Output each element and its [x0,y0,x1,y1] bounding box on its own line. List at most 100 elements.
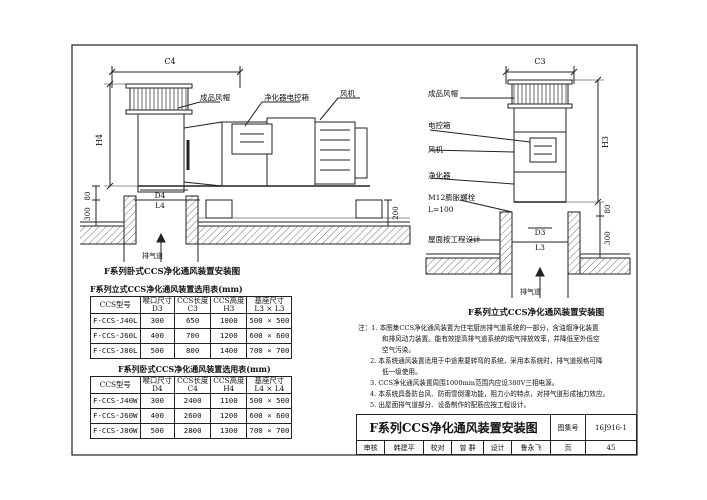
dim-200: 200 [392,206,400,219]
label-exhaust-right: 排气道 [520,287,541,296]
dim-80-left: 80 [84,192,92,201]
dim-l3: L3 [535,243,545,252]
note-line: 和排风动力装置。能有效提高排气道系统的烟气排放效率，并降低室外低空 [382,335,600,343]
horizontal-unit-view [80,66,411,262]
table-row: F-CCS-J80L 500 800 1400 700 × 700 [90,343,293,359]
caption-vertical: F系列立式CCS净化通风装置安装图 [468,307,604,318]
cell: F-CCS-J60W [90,408,141,424]
table-row: F-CCS-J40W 300 2400 1100 500 × 500 [90,393,293,409]
dim-300-right: 300 [604,231,612,244]
note-line: 低一级使用。 [382,368,422,376]
page-label: 页 [550,440,586,455]
dim-c4: C4 [164,57,175,66]
cell: 500 [139,423,176,439]
cell: 700 × 700 [246,423,293,439]
table-row: F-CCS-J40L 300 650 1000 500 × 500 [90,313,293,329]
table-row: F-CCS-J80W 500 2800 1300 700 × 700 [90,423,293,439]
table-row: F-CCS-J60L 400 700 1200 600 × 600 [90,328,293,344]
cell: F-CCS-J60L [90,328,141,344]
cell: F-CCS-J40W [90,393,141,409]
note-line: 5. 出屋面排气道部分、设备制作的配筋应按工程设计。 [370,401,531,409]
cell: 600 × 600 [246,408,293,424]
cell: 400 [139,408,176,424]
cell: F-CCS-J80L [90,343,141,359]
label-purifier-right: 净化器 [428,170,451,180]
cell: 1100 [210,393,248,409]
label-hood-right: 成品风帽 [428,88,458,98]
cell: 500 × 500 [246,313,293,329]
notes-block: 注：1. 本图集CCS净化通风装置为住宅厨房排气道系统的一部分，含油烟净化装置 … [358,323,623,411]
page-number: 45 [585,440,637,455]
cell: 2400 [174,393,212,409]
checker-name: 曾 群 [451,440,484,455]
dim-d3: D3 [535,228,546,237]
cell: 500 [139,343,176,359]
dim-h3: H3 [601,136,610,148]
note-line: 2. 本系统通风装置适用于中途需要转弯的系统，采用本系统时，排气道规格可降 [370,357,603,365]
label-exhaust-left: 排气道 [142,251,163,260]
cell: 400 [139,328,176,344]
cell: 500 × 500 [246,393,293,409]
th-model: CCS型号 [90,296,141,314]
note-line: 空气污染。 [382,346,415,354]
note-line: 4. 本系统具备防台风、防雨雪倒灌功能，阻力小的特点，对排气道形成抽力效应。 [370,390,610,398]
cell: 300 [139,393,176,409]
dim-h4: H4 [95,134,104,146]
dim-c3: C3 [534,57,545,66]
table-horizontal-title: F系列卧式CCS净化通风装置选用表(mm) [118,364,271,374]
label-control-box-left: 净化器电控箱 [264,92,309,102]
designer-name: 鲁永飞 [511,440,551,455]
cell: 2600 [174,408,212,424]
caption-horizontal: F系列卧式CCS净化通风装置安装图 [104,266,240,277]
cell: 1200 [210,328,248,344]
th-model: CCS型号 [90,376,141,394]
cell: 600 × 600 [246,328,293,344]
cell: 700 [174,328,212,344]
label-fan-right: 风机 [428,144,443,154]
vertical-unit-view [425,66,631,298]
check-label: 校对 [423,440,453,455]
sheet-frame [71,44,638,456]
cell: 650 [174,313,212,329]
note-line: 注：1. 本图集CCS净化通风装置为住宅厨房排气道系统的一部分，含油烟净化装置 [358,324,599,332]
design-label: 设计 [482,440,513,455]
reviewer-name: 韩建平 [384,440,425,455]
cell: 1000 [210,313,248,329]
atlas-number: 16J916-1 [585,414,637,441]
cell: 1300 [210,423,248,439]
cell: 300 [139,313,176,329]
cell: 2800 [174,423,212,439]
label-bolt-length: L=100 [428,205,454,214]
note-line: 3. CCS净化通风装置周围1000mm范围内应设380V三相电源。 [370,379,559,387]
cell: F-CCS-J40L [90,313,141,329]
label-fan-left: 风机 [340,88,355,98]
table-vertical-title: F系列立式CCS净化通风装置选用表(mm) [90,284,243,294]
cell: 800 [174,343,212,359]
title-block: F系列CCS净化通风装置安装图 图集号 16J916-1 审核 韩建平 校对 曾… [355,414,637,455]
label-control-box-right: 电控箱 [428,120,451,130]
label-hood-left: 成品风帽 [200,92,230,102]
cell: 1200 [210,408,248,424]
table-row: F-CCS-J60W 400 2600 1200 600 × 600 [90,408,293,424]
dim-d4: D4 [155,191,166,200]
cell: 1400 [210,343,248,359]
label-roof: 屋面按工程设计 [428,234,481,244]
dim-l4: L4 [155,201,165,210]
cell: 700 × 700 [246,343,293,359]
review-label: 审核 [355,440,386,455]
cell: F-CCS-J80W [90,423,141,439]
atlas-label: 图集号 [550,414,586,441]
dim-300-left: 300 [84,207,92,220]
